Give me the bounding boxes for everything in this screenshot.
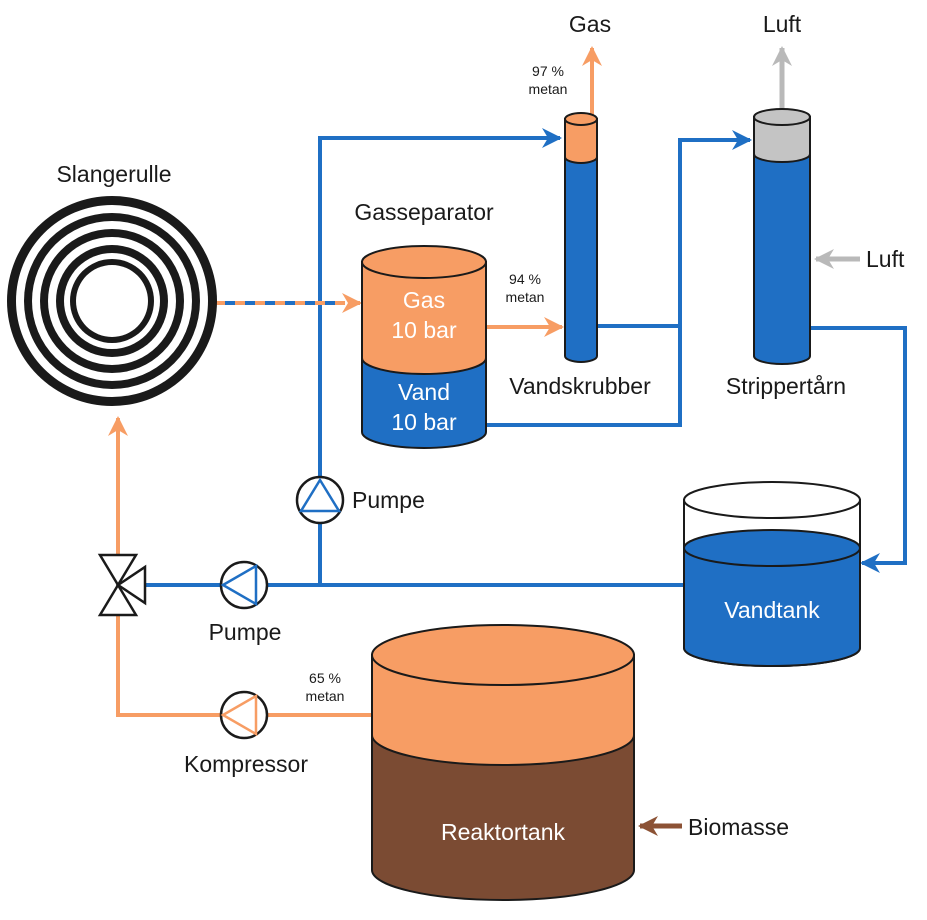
reactor-methane-word: metan [306,688,345,704]
stripper-label: Strippertårn [726,373,846,399]
compressor-label: Kompressor [184,751,308,777]
coil-label: Slangerulle [56,161,171,187]
biomass-label: Biomasse [688,814,789,840]
scrubber-label: Vandskrubber [509,373,651,399]
stripper-to-tank-line [810,326,907,573]
water-scrubber [564,112,598,363]
compressor-icon [219,690,269,740]
gas-out-pct: 97 % [532,63,564,79]
gray-pipes [772,46,860,269]
water-line-riser [318,128,562,585]
three-way-valve-icon [97,553,147,617]
stripper-tower [753,108,811,365]
gas-out-label: Gas [569,11,611,37]
separator-title: Gasseparator [354,199,494,225]
pump-upper-label: Pumpe [352,487,425,513]
reactor-tank [371,624,635,901]
pump-upper-icon [295,475,345,525]
separator-methane-pct: 94 % [509,271,541,287]
pump-lower-label: Pumpe [209,619,282,645]
pump-lower-icon [219,560,269,610]
separator-gas-pressure: 10 bar [391,317,457,343]
orange-pipes [108,46,602,717]
separator-water-pressure: 10 bar [391,409,457,435]
coil-icon [7,196,217,406]
reactor-methane-pct: 65 % [309,670,341,686]
gas-out-word: metan [529,81,568,97]
water-tank-label: Vandtank [724,597,820,623]
scrubber-to-stripper-line [597,130,752,328]
air-in-label: Luft [866,246,905,272]
water-tank [683,481,861,667]
gas-line-reactor [116,600,372,717]
separator-water-line [487,326,682,427]
reactor-tank-label: Reaktortank [441,819,566,845]
separator-methane-word: metan [506,289,545,305]
separator-gas-label: Gas [403,287,445,313]
air-out-label: Luft [763,11,802,37]
separator-water-label: Vand [398,379,450,405]
gas-separator [361,245,487,449]
